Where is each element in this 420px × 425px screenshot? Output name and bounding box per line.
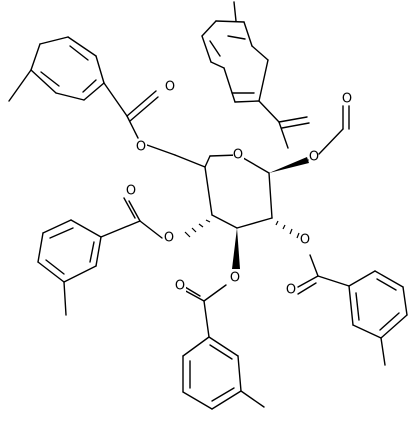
c1-wedge-bond bbox=[269, 157, 309, 173]
c3-wedge-bond bbox=[232, 228, 240, 269]
c1-o-to-carbonyl-c bbox=[318, 128, 344, 155]
c6-link-oxygen: O bbox=[136, 139, 147, 155]
c3-carbonyl-oxygen-label: O bbox=[175, 279, 185, 294]
ring-oxygen-label: O bbox=[233, 148, 243, 163]
c4-link-oxygen: O bbox=[164, 230, 175, 246]
c1-ester-bonds bbox=[201, 1, 310, 149]
c3-link-oxygen: O bbox=[230, 270, 241, 286]
pyranose-ring-bonds bbox=[174, 154, 273, 229]
c1-carbonyl-oxygen-label: O bbox=[342, 92, 352, 107]
c4-hashed-bond bbox=[184, 219, 211, 238]
c4-ester-bonds bbox=[37, 197, 163, 316]
c3-ester-bonds bbox=[179, 283, 265, 410]
c1-carbonyl-oxygen: O bbox=[342, 91, 353, 107]
c4-link-oxygen-label: O bbox=[164, 231, 174, 246]
c6-carbonyl-oxygen: O bbox=[165, 79, 176, 95]
c3-carbonyl-oxygen: O bbox=[175, 278, 186, 294]
c3-link-oxygen-label: O bbox=[230, 271, 240, 286]
c6-ester-bonds bbox=[8, 36, 176, 156]
c2-ester-bonds bbox=[297, 254, 408, 366]
ring-oxygen: O bbox=[233, 147, 244, 163]
c2-carbonyl-oxygen-label: O bbox=[286, 283, 296, 298]
c4-carbonyl-oxygen: O bbox=[126, 183, 137, 199]
c2-link-oxygen-label: O bbox=[300, 233, 310, 248]
c2-link-oxygen: O bbox=[300, 232, 311, 248]
c4-carbonyl-oxygen-label: O bbox=[126, 184, 136, 199]
c1-link-oxygen: O bbox=[309, 149, 320, 165]
c6-link-oxygen-label: O bbox=[136, 140, 146, 155]
c2-hashed-bond bbox=[275, 220, 300, 239]
c1-link-oxygen-label: O bbox=[309, 150, 319, 165]
c2-carbonyl-oxygen: O bbox=[286, 282, 297, 298]
c6-carbonyl-oxygen-label: O bbox=[165, 80, 175, 95]
